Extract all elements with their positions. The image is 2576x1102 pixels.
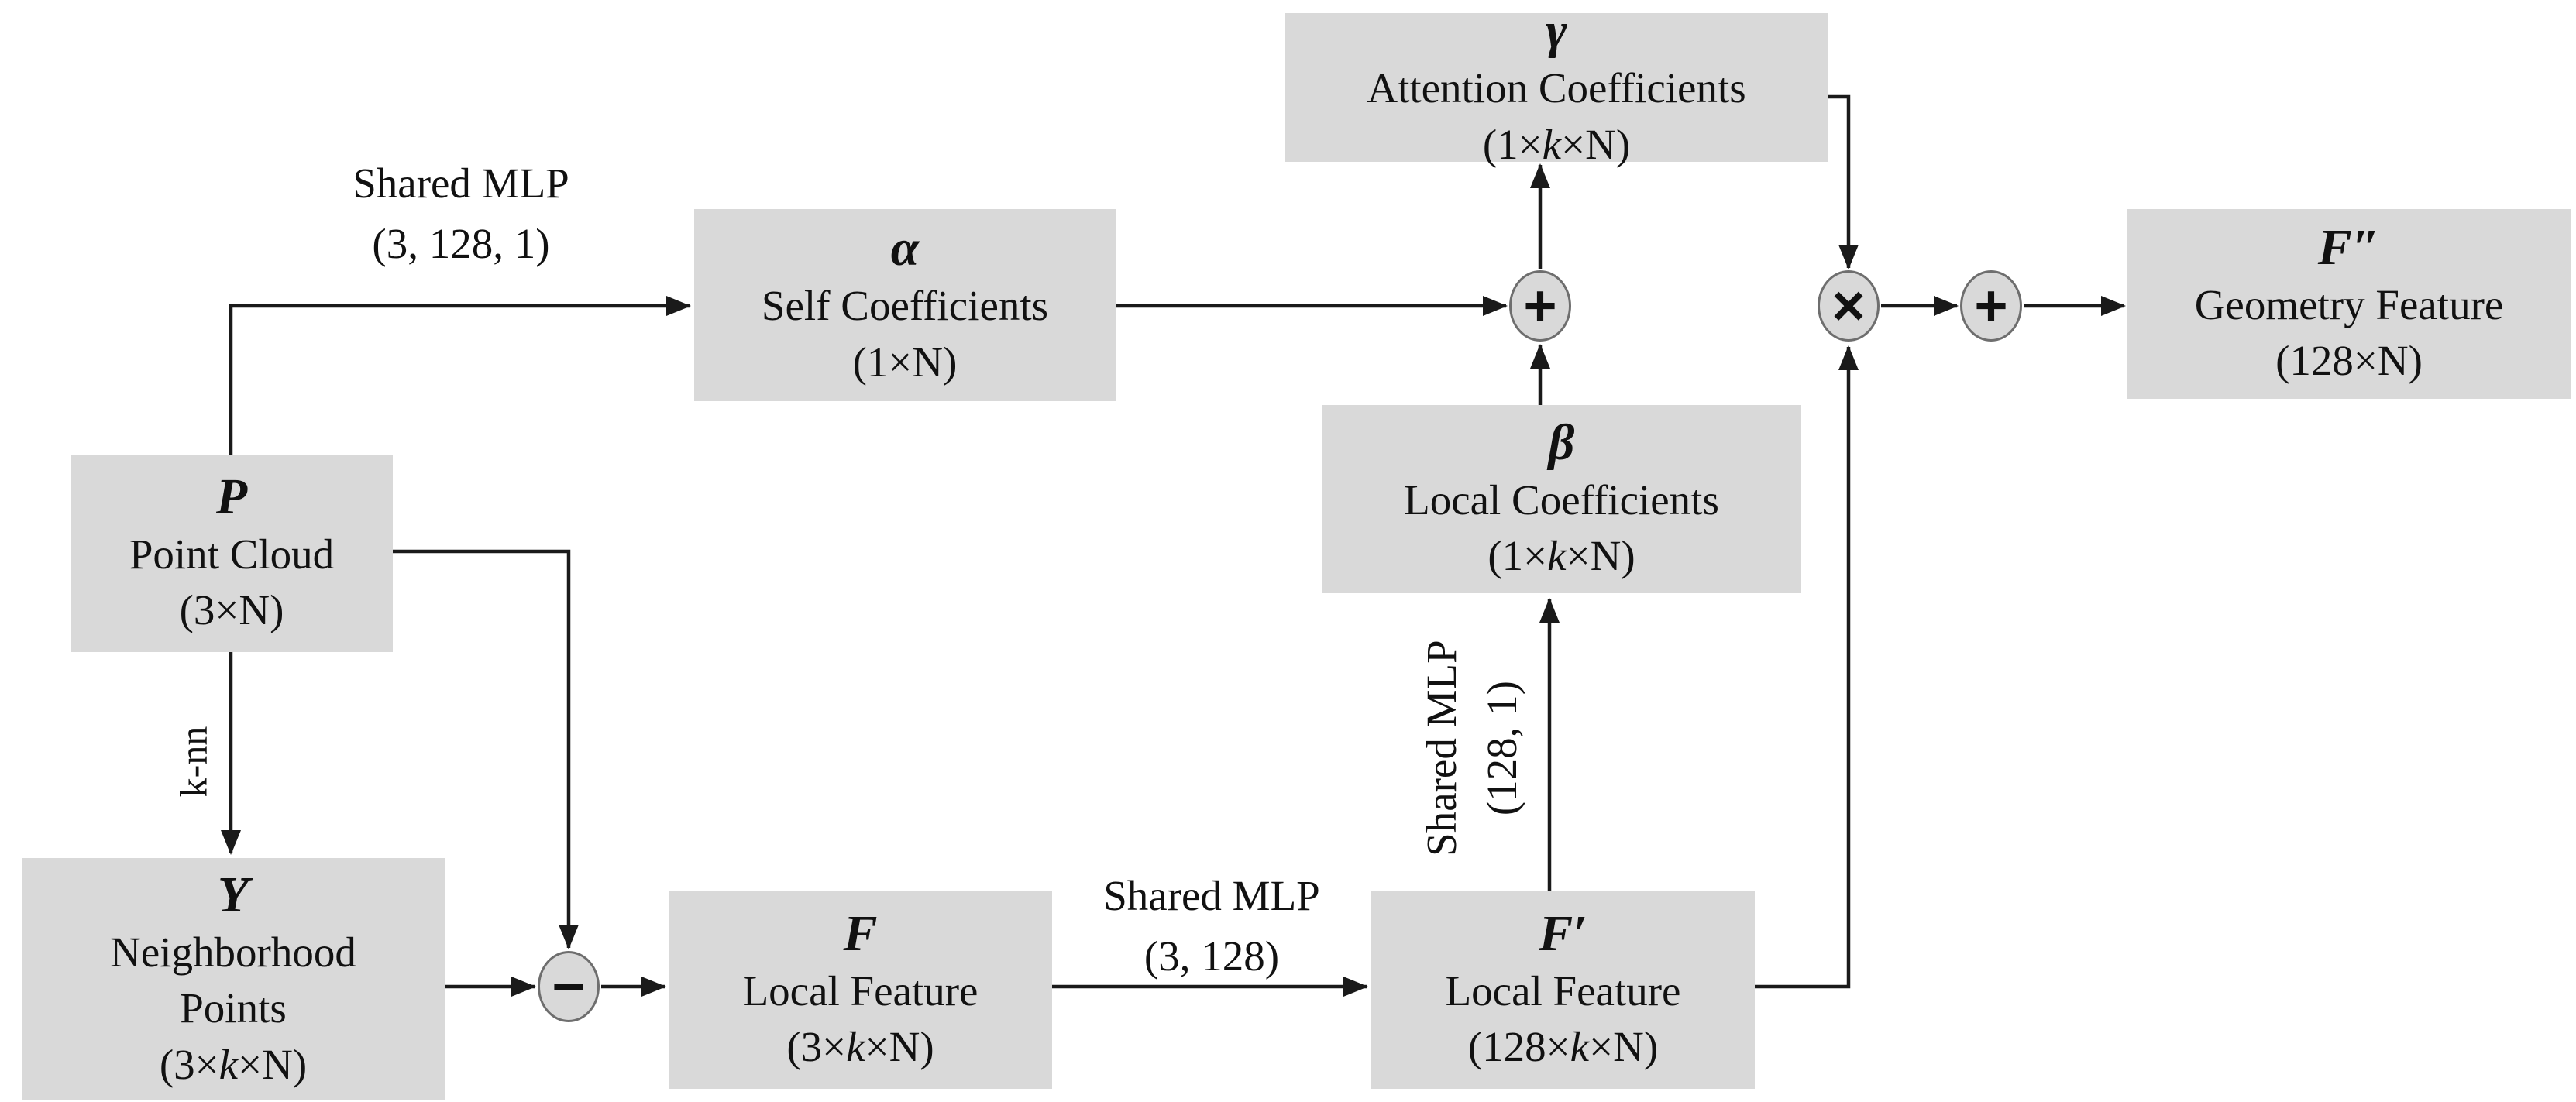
add-coefficients-operator: + bbox=[1509, 270, 1571, 342]
node-label: Points bbox=[180, 984, 287, 1032]
node-symbol: β bbox=[1548, 414, 1575, 471]
node-local-coefficients: β Local Coefficients (1×k×N) bbox=[1322, 405, 1801, 593]
edge-fprime-to-times bbox=[1755, 345, 1859, 989]
node-label: Self Coefficients bbox=[761, 282, 1049, 330]
multiply-icon: × bbox=[1831, 273, 1866, 338]
node-point-cloud: P Point Cloud (3×N) bbox=[71, 455, 393, 652]
node-symbol: γ bbox=[1546, 2, 1567, 60]
label-knn: k-nn bbox=[171, 726, 215, 798]
node-dims: (1×k×N) bbox=[1482, 120, 1631, 168]
node-neighborhood-points: Y Neighborhood Points (3×k×N) bbox=[22, 858, 445, 1100]
node-dims: (3×k×N) bbox=[159, 1040, 308, 1088]
label-shared-mlp-top: Shared MLP (3, 128, 1) bbox=[353, 160, 569, 268]
node-label: Point Cloud bbox=[129, 530, 335, 578]
node-symbol: F bbox=[843, 905, 878, 962]
label-shared-mlp-mid: Shared MLP (3, 128) bbox=[1103, 872, 1320, 980]
node-self-coefficients: α Self Coefficients (1×N) bbox=[694, 209, 1116, 401]
node-symbol: F″ bbox=[2317, 218, 2381, 276]
node-label: Geometry Feature bbox=[2194, 280, 2504, 328]
node-symbol: α bbox=[890, 220, 920, 277]
node-symbol: P bbox=[215, 468, 248, 525]
node-attention-coefficients: γ Attention Coefficients (1×k×N) bbox=[1285, 2, 1828, 168]
node-dims: (128×N) bbox=[2275, 337, 2423, 385]
plus-icon: + bbox=[1523, 273, 1557, 338]
node-dims: (128×k×N) bbox=[1467, 1023, 1659, 1071]
node-local-feature-f-prime: F′ Local Feature (128×k×N) bbox=[1371, 891, 1755, 1089]
node-label: Neighborhood bbox=[110, 928, 356, 976]
plus-icon: + bbox=[1974, 273, 2008, 338]
node-geometry-feature: F″ Geometry Feature (128×N) bbox=[2127, 209, 2571, 399]
edge-p-to-minus bbox=[393, 549, 579, 949]
add-output-operator: + bbox=[1960, 270, 2022, 342]
node-symbol: F′ bbox=[1539, 905, 1587, 962]
minus-icon: − bbox=[552, 954, 586, 1018]
node-label: Attention Coefficients bbox=[1367, 64, 1746, 112]
node-label: Local Feature bbox=[742, 966, 978, 1014]
multiply-operator: × bbox=[1818, 270, 1880, 342]
subtract-operator: − bbox=[538, 951, 600, 1022]
node-dims: (1×N) bbox=[852, 338, 958, 386]
node-dims: (3×k×N) bbox=[786, 1023, 934, 1071]
node-label: Local Feature bbox=[1445, 966, 1681, 1014]
node-dims: (1×k×N) bbox=[1487, 532, 1635, 580]
node-label: Local Coefficients bbox=[1404, 475, 1719, 524]
edge-p-to-alpha bbox=[229, 296, 691, 455]
node-symbol: Y bbox=[217, 866, 249, 923]
node-dims: (3×N) bbox=[179, 586, 284, 634]
node-local-feature-f: F Local Feature (3×k×N) bbox=[669, 891, 1052, 1089]
edge-gamma-to-times bbox=[1828, 94, 1859, 269]
label-shared-mlp-vertical: Shared MLP (128, 1) bbox=[1417, 640, 1525, 857]
